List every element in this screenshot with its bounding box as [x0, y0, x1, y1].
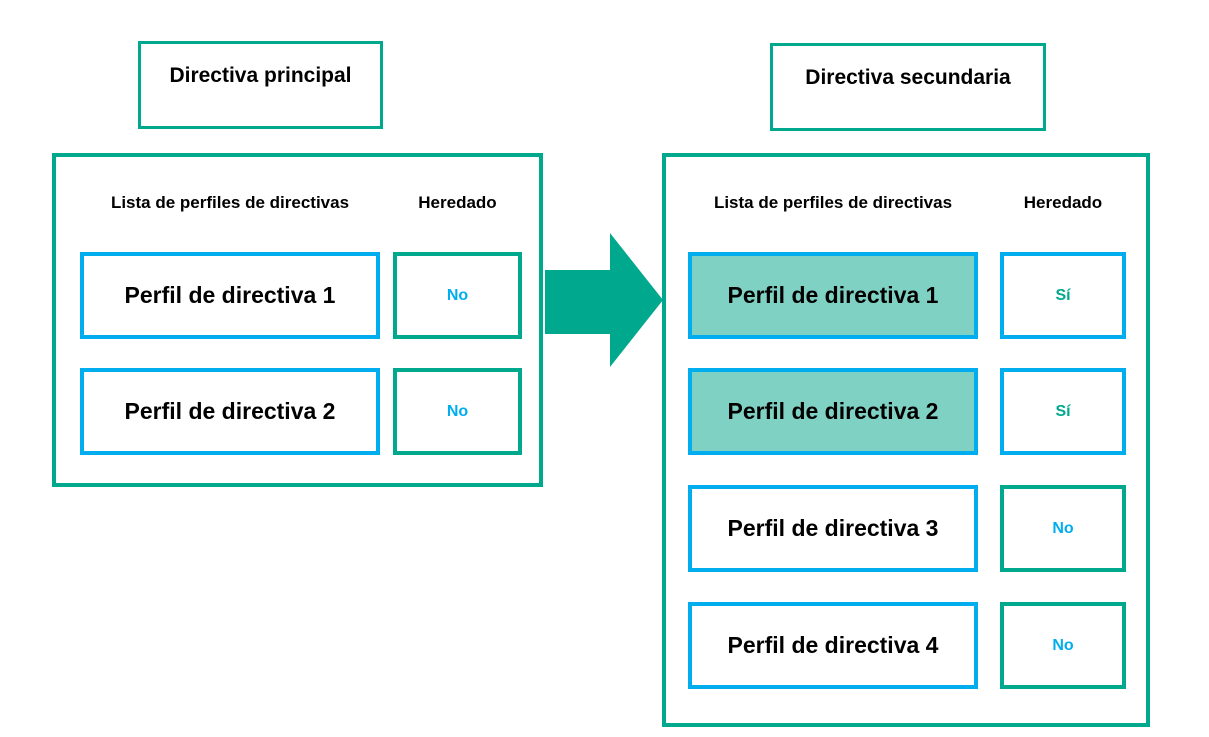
- inherited-value-box: Sí: [1000, 252, 1126, 339]
- inherited-header: Heredado: [418, 193, 497, 212]
- inherited-value-box: No: [393, 252, 522, 339]
- profiles-list-header: Lista de perfiles de directivas: [713, 193, 953, 212]
- inherited-value-box: No: [393, 368, 522, 455]
- policy-profile-box: Perfil de directiva 2: [80, 368, 380, 455]
- secondary-policy-title: Directiva secundaria: [770, 43, 1046, 131]
- secondary-policy-panel: Lista de perfiles de directivas Heredado…: [662, 153, 1150, 727]
- profiles-list-header: Lista de perfiles de directivas: [110, 193, 350, 212]
- inherited-header: Heredado: [1023, 193, 1103, 212]
- inherited-value-box: Sí: [1000, 368, 1126, 455]
- policy-profile-box: Perfil de directiva 4: [688, 602, 978, 689]
- main-policy-panel: Lista de perfiles de directivas Heredado…: [52, 153, 543, 487]
- policy-profile-box: Perfil de directiva 2: [688, 368, 978, 455]
- policy-profile-box: Perfil de directiva 1: [80, 252, 380, 339]
- main-policy-title: Directiva principal: [138, 41, 383, 129]
- inherited-value-box: No: [1000, 602, 1126, 689]
- policy-profile-box: Perfil de directiva 1: [688, 252, 978, 339]
- policy-profile-box: Perfil de directiva 3: [688, 485, 978, 572]
- inherited-value-box: No: [1000, 485, 1126, 572]
